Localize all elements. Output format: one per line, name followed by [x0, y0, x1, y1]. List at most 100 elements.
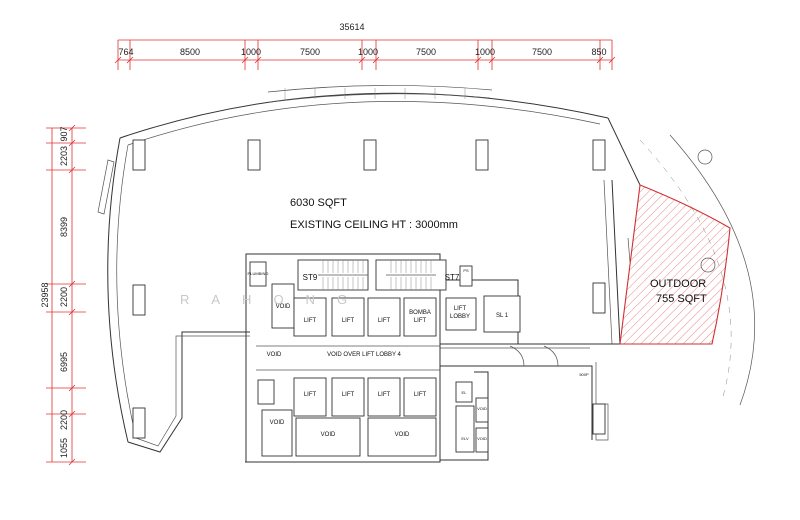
- lift-2-label: LIFT: [342, 318, 355, 324]
- void-east-2-label: VOID: [477, 436, 487, 441]
- left-dimensions: 23958 907 2203 8399 2200 6995 2200 1055: [40, 124, 86, 466]
- outdoor-area-label: 755 SQFT: [656, 293, 707, 305]
- column-5: [132, 284, 146, 316]
- top-seg-7: 7500: [532, 47, 552, 57]
- canopy-outer: [267, 85, 493, 93]
- elv-label: ELV: [461, 436, 469, 441]
- west-facade: [107, 137, 129, 443]
- ps-label: PS: [463, 268, 469, 273]
- columns: [132, 139, 606, 439]
- tree-marker-1: [697, 149, 713, 165]
- west-facade-inner: [116, 144, 137, 439]
- outdoor-area: OUTDOOR 755 SQFT: [619, 184, 731, 345]
- watermark: RAHONG: [180, 292, 369, 307]
- top-seg-1: 8500: [180, 47, 200, 57]
- ceiling-height-label: EXISTING CEILING HT : 3000mm: [290, 219, 458, 231]
- top-seg-6: 1000: [475, 47, 495, 57]
- top-seg-5: 7500: [416, 47, 436, 57]
- void-lobby-west-label: VOID: [267, 352, 282, 358]
- lift-5-label: LIFT: [342, 392, 355, 398]
- lift-lobby-label-2: LOBBY: [450, 314, 470, 320]
- lift-lobby-label-1: LIFT: [454, 306, 467, 312]
- left-seg-3: 2200: [59, 287, 69, 307]
- core: ST9 ST7 PLUMBING VOID PS LIFT LIFT LIFT …: [245, 253, 589, 463]
- door-swing-1: [509, 345, 525, 367]
- column-7: [132, 407, 146, 439]
- column-2: [363, 139, 377, 171]
- outdoor-hatch: [619, 184, 731, 345]
- void-south-1-label: VOID: [321, 432, 336, 438]
- riser-label: 500P: [579, 372, 589, 377]
- core-outline: [245, 253, 441, 463]
- elv-room: [455, 405, 475, 453]
- east-door-mark: [627, 237, 631, 263]
- el-label: EL: [462, 390, 468, 395]
- left-seg-1: 2203: [59, 146, 69, 166]
- el-room: [455, 381, 473, 403]
- left-seg-0: 907: [59, 126, 69, 141]
- small-shaft: [257, 379, 275, 405]
- north-facade: [119, 92, 609, 139]
- lift-7: [403, 377, 437, 417]
- service-lift-sl1-label: SL 1: [496, 313, 509, 319]
- south-west-wall-inner: [135, 335, 250, 447]
- road-edge: [669, 134, 756, 406]
- void-east-2: [475, 427, 489, 453]
- lift-1-label: LIFT: [304, 318, 317, 324]
- ps-shaft: [459, 265, 473, 287]
- overall-width-dim: 35614: [339, 22, 364, 32]
- lift-4-label: LIFT: [304, 392, 317, 398]
- bomba-lift-label-1: BOMBA: [409, 310, 431, 316]
- stair-st9-label: ST9: [303, 273, 318, 282]
- void-east-1: [475, 397, 489, 423]
- lift-3-label: LIFT: [378, 318, 391, 324]
- column-4: [592, 139, 606, 171]
- west-fin: [97, 159, 115, 215]
- column-6: [592, 282, 606, 314]
- void-west-label: VOID: [276, 304, 291, 310]
- top-seg-3: 7500: [300, 47, 320, 57]
- void-south-2: [367, 417, 437, 457]
- column-8: [592, 403, 606, 435]
- service-lift-sl1: [483, 295, 521, 333]
- bomba-lift-label-2: LIFT: [414, 318, 427, 324]
- east-facade-glass: [611, 179, 621, 345]
- void-east-1-label: VOID: [477, 406, 487, 411]
- lift-6: [367, 377, 401, 417]
- south-west-wall: [127, 331, 250, 453]
- plumbing-shaft: [249, 261, 267, 287]
- left-seg-2: 8399: [59, 217, 69, 237]
- left-seg-6: 1055: [59, 438, 69, 458]
- canopy-inner: [269, 93, 491, 103]
- north-facade-inner: [127, 101, 601, 146]
- void-south-1: [295, 417, 361, 457]
- corridor-bottom: [440, 365, 593, 440]
- column-0: [132, 139, 146, 171]
- lift-1: [293, 297, 327, 337]
- lift-2: [331, 297, 365, 337]
- stair-st7-label: ST7: [445, 273, 460, 282]
- left-seg-4: 6995: [59, 352, 69, 372]
- column-1: [247, 139, 261, 171]
- outdoor-title: OUTDOOR: [650, 278, 706, 290]
- overall-height-dim: 23958: [40, 282, 50, 307]
- void-south-west: [261, 409, 293, 457]
- east-facade-top: [607, 117, 641, 186]
- lift-lobby: [445, 297, 477, 331]
- void-south-west-label: VOID: [270, 420, 285, 426]
- door-swing-2: [543, 345, 559, 367]
- top-seg-2: 1000: [241, 47, 261, 57]
- lift-3: [367, 297, 401, 337]
- lift-5: [331, 377, 365, 417]
- east-facade-glass-inner: [603, 179, 613, 345]
- lift-6-label: LIFT: [378, 392, 391, 398]
- top-seg-0: 764: [118, 47, 133, 57]
- top-dimensions: 35614 764 8500 1000 7500 1000 7500 1000 …: [114, 22, 616, 70]
- left-seg-5: 2200: [59, 410, 69, 430]
- main-area-label: 6030 SQFT: [290, 197, 347, 209]
- top-seg-4: 1000: [358, 47, 378, 57]
- plumbing-label: PLUMBING: [248, 271, 269, 276]
- top-seg-8: 850: [591, 47, 606, 57]
- column-3: [475, 139, 489, 171]
